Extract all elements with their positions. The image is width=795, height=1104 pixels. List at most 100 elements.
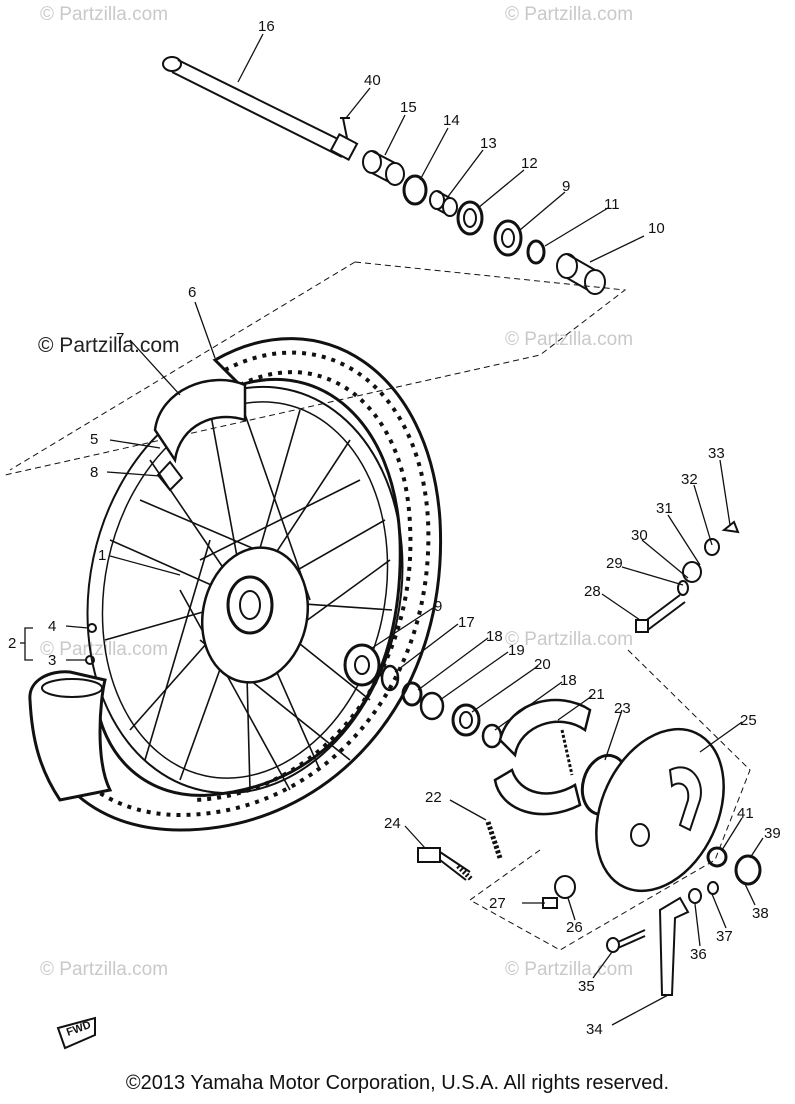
hub [200,546,310,684]
cam-lever-parts [417,821,762,996]
copyright-notice: ©2013 Yamaha Motor Corporation, U.S.A. A… [125,1072,670,1094]
part-label: 8 [90,464,98,481]
circlip [380,664,400,692]
part-label: 27 [489,895,506,912]
tire-tread [43,350,431,818]
leader-lines [20,33,764,1026]
axle-nut [734,854,762,886]
washer [402,174,428,206]
cotter-pin [340,117,350,139]
part-label: 17 [458,614,475,631]
watermark: © Partzilla.com [40,4,168,25]
speedo-drive [635,520,740,633]
spacer [401,681,423,707]
part-label: 9 [562,178,570,195]
part-label: 38 [752,905,769,922]
part-label: 6 [188,284,196,301]
watermark: © Partzilla.com [505,629,633,650]
bearing [493,219,523,257]
part-label: 1 [98,547,106,564]
valve-stem [156,460,184,492]
brake-shoe [493,768,582,816]
part-label: 23 [614,700,631,717]
part-label: 30 [631,527,648,544]
part-label: 18 [486,628,503,645]
watermark: © Partzilla.com [505,4,633,25]
axle-assembly [4,56,627,476]
part-label: 16 [258,18,275,35]
part-labels: 16 40 15 14 13 12 9 11 10 6 7 5 8 1 2 4 … [8,18,781,1038]
part-label: 12 [521,155,538,172]
spoke-nipple [87,623,97,633]
brake-plate [595,727,725,893]
inner-tube [153,378,247,464]
washer [677,580,689,596]
plug [554,875,576,899]
part-label: 25 [740,712,757,729]
part-label: 24 [384,815,401,832]
clutch-retainer [419,691,445,721]
part-label: 15 [400,99,417,116]
bushing [682,561,702,583]
collar [556,253,606,295]
watermark: © Partzilla.com [505,959,633,980]
part-label: 37 [716,928,733,945]
cam-lever [658,896,690,996]
watermark: © Partzilla.com [40,639,168,660]
part-label: 3 [48,652,56,669]
part-label: 10 [648,220,665,237]
part-label: 9 [434,598,442,615]
washer [707,881,719,895]
part-label: 29 [606,555,623,572]
screw [542,897,558,909]
wheel-assembly [28,337,443,832]
clip [721,520,740,534]
washer [706,846,728,868]
part-label: 28 [584,583,601,600]
part-label: 4 [48,618,56,635]
watermark: © Partzilla.com [40,959,168,980]
spacer [429,190,458,217]
part-label: 39 [764,825,781,842]
part-label: 34 [586,1021,603,1038]
part-label: 40 [364,72,381,89]
part-label: 11 [604,196,620,213]
part-label: 13 [480,135,497,152]
part-label: 36 [690,946,707,963]
bearing [456,200,484,236]
part-label: 31 [656,500,673,517]
oil-seal [526,239,546,265]
part-label: 20 [534,656,551,673]
tire-section [28,670,113,802]
part-label: 7 [116,330,124,347]
part-label: 18 [560,672,577,689]
watermark: © Partzilla.com [505,329,633,350]
part-label: 19 [508,642,525,659]
part-label: 14 [443,112,460,129]
watermark-dark: © Partzilla.com [38,334,180,357]
rim-inner [101,401,389,779]
fwd-indicator: FWD [56,1016,96,1050]
part-label: 33 [708,445,725,462]
bearing [343,643,381,687]
collar [362,150,405,186]
cam-shaft [417,847,474,882]
part-label: 26 [566,919,583,936]
part-label: 32 [681,471,698,488]
spring [485,821,503,859]
oring [704,538,720,556]
brake-shoe [498,698,592,758]
part-label: 5 [90,431,98,448]
rim [86,385,404,795]
part-label: 2 [8,635,16,652]
part-label: 41 [737,805,754,822]
watermark-group: © Partzilla.com © Partzilla.com © Partzi… [38,4,633,980]
gear [451,703,481,737]
part-label: 22 [425,789,442,806]
hub-bore [226,575,274,635]
nut [688,888,702,904]
bolt [606,929,646,953]
part-label: 21 [588,686,605,703]
axle-shaft [162,56,359,161]
